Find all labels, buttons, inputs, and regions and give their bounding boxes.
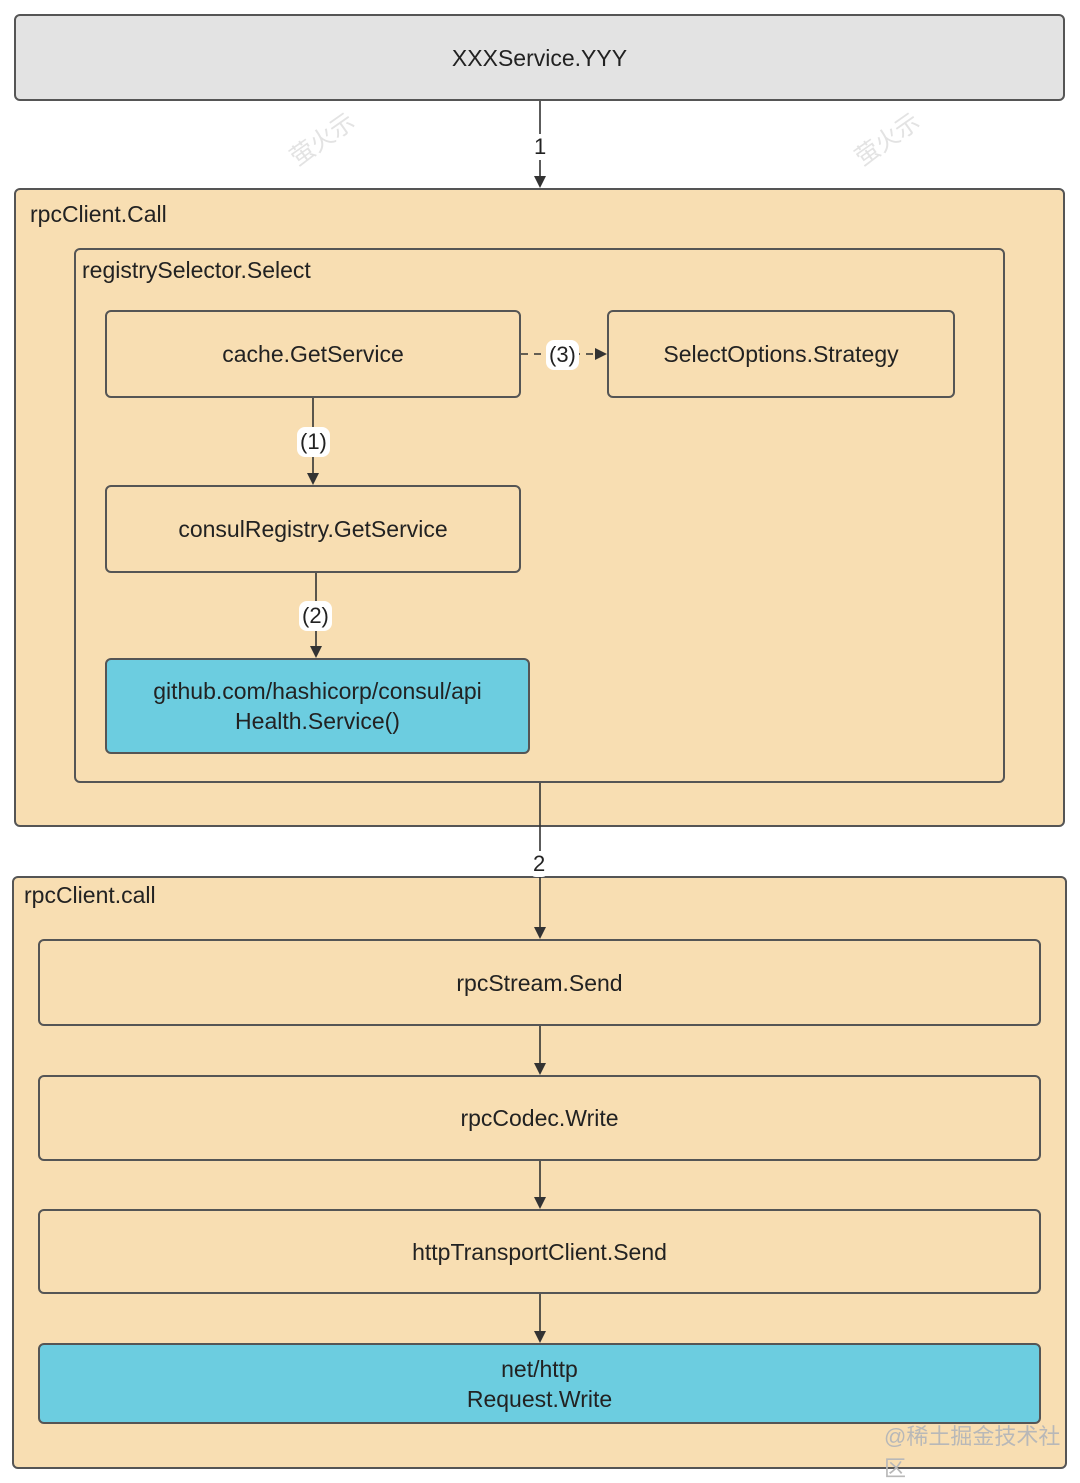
- net-http-request-write-node: net/http Request.Write: [38, 1343, 1041, 1424]
- http-transport-client-send-label: httpTransportClient.Send: [412, 1238, 667, 1265]
- watermark-corner: @稀土掘金技术社区: [884, 1424, 1061, 1481]
- consul-registry-getservice-label: consulRegistry.GetService: [178, 516, 448, 542]
- step-2-label: (2): [299, 601, 332, 631]
- edge-1-label: 1: [531, 134, 550, 160]
- rpcstream-send-node: rpcStream.Send: [38, 939, 1041, 1026]
- rpccodec-write-label: rpcCodec.Write: [460, 1105, 619, 1131]
- registry-selector-group: [74, 248, 1005, 783]
- consul-api-health-service-node: github.com/hashicorp/consul/api Health.S…: [105, 658, 530, 754]
- rpc-client-call-title: rpcClient.Call: [30, 201, 167, 227]
- step-3-label: (3): [546, 340, 579, 370]
- rpcstream-send-label: rpcStream.Send: [456, 969, 623, 996]
- edge-2-label: 2: [530, 851, 549, 877]
- xxxservice-node-label: XXXService.YYY: [451, 44, 628, 71]
- registry-selector-title: registrySelector.Select: [82, 257, 311, 283]
- cache-getservice-label: cache.GetService: [222, 341, 404, 367]
- step-1-label: (1): [297, 427, 330, 457]
- http-transport-client-send-node: httpTransportClient.Send: [38, 1209, 1041, 1294]
- select-options-strategy-label: SelectOptions.Strategy: [663, 341, 899, 367]
- rpccodec-write-node: rpcCodec.Write: [38, 1075, 1041, 1161]
- net-http-request-write-label: net/http Request.Write: [466, 1355, 613, 1412]
- rpc-client-call-lower-title: rpcClient.call: [24, 882, 156, 908]
- select-options-strategy-node: SelectOptions.Strategy: [607, 310, 955, 398]
- consul-api-health-service-label: github.com/hashicorp/consul/api Health.S…: [153, 678, 482, 734]
- xxxservice-node: XXXService.YYY: [14, 14, 1065, 101]
- consul-registry-getservice-node: consulRegistry.GetService: [105, 485, 521, 573]
- cache-getservice-node: cache.GetService: [105, 310, 521, 398]
